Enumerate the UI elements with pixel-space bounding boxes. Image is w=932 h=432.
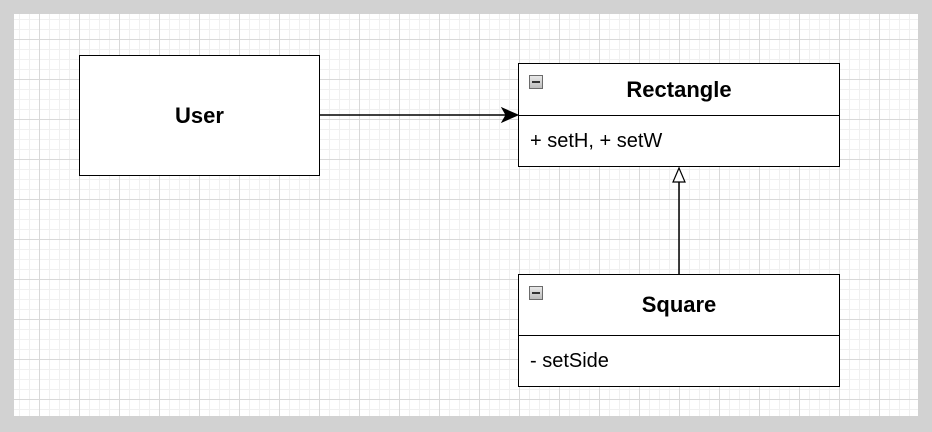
square-class-header: Square	[519, 275, 839, 336]
user-label: User	[175, 102, 224, 128]
square-class-members: - setSide	[530, 349, 609, 372]
rectangle-class-title: Rectangle	[626, 76, 732, 102]
collapse-icon[interactable]	[529, 75, 543, 89]
square-class-title: Square	[641, 292, 717, 317]
rectangle-class-members: + setH, + setW	[530, 129, 663, 152]
rectangle-class-header: Rectangle	[519, 64, 839, 116]
user-node[interactable]: User	[79, 55, 320, 176]
collapse-icon[interactable]	[529, 286, 543, 300]
square-class-node[interactable]: Square - setSide	[518, 274, 840, 387]
rectangle-class-node[interactable]: Rectangle + setH, + setW	[518, 63, 840, 167]
